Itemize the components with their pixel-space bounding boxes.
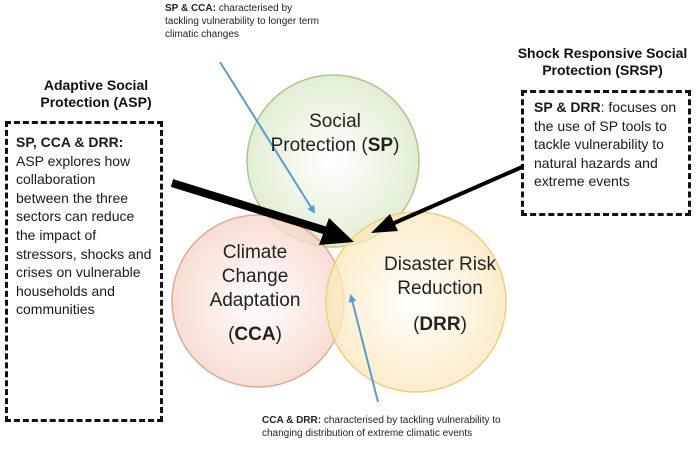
srsp-box-lead: SP & DRR [534, 99, 601, 115]
sp-cca-arrow [219, 61, 316, 214]
asp-heading: Adaptive Social Protection (ASP) [40, 77, 152, 110]
cca-label-line2: Change [221, 266, 289, 287]
cca-drr-arrow [348, 294, 379, 403]
sp-label: Social Protection (SP) [260, 110, 410, 158]
asp-arrow [170, 179, 354, 245]
sp-circle [246, 74, 420, 248]
cca-label: Climate Change Adaptation (CCA) [180, 241, 330, 347]
srsp-heading: Shock Responsive Social Protection (SRSP… [517, 45, 688, 78]
asp-box-text: ASP explores how collaboration between t… [16, 152, 152, 318]
cca-drr-note-text: characterised by tackling vulnerability … [262, 415, 501, 439]
cca-drr-note: CCA & DRR: characterised by tackling vul… [262, 414, 512, 440]
srsp-arrow [371, 165, 523, 233]
cca-drr-note-lead: CCA & DRR: [262, 415, 322, 426]
sp-label-line2: Protection (SP) [270, 135, 400, 156]
drr-label-line3: (DRR) [413, 314, 467, 335]
drr-label-line1: Disaster Risk [384, 254, 496, 275]
asp-box: SP, CCA & DRR: ASP explores how collabor… [5, 121, 163, 422]
srsp-box-text: : focuses on the use of SP tools to tack… [534, 99, 677, 190]
cca-label-line3: Adaptation [209, 290, 301, 311]
asp-box-lead: SP, CCA & DRR: [16, 134, 124, 150]
drr-label: Disaster Risk Reduction (DRR) [365, 253, 515, 337]
drr-label-line2: Reduction [397, 278, 483, 299]
cca-label-line4: (CCA) [228, 324, 282, 345]
srsp-box: SP & DRR: focuses on the use of SP tools… [521, 90, 691, 216]
sp-abbr: SP [367, 135, 394, 156]
sp-label-line1: Social [309, 111, 361, 132]
sp-cca-note-text: characterised by tackling vulnerability … [165, 3, 319, 40]
sp-cca-note-lead: SP & CCA: [165, 3, 216, 14]
sp-cca-note: SP & CCA: characterised by tackling vuln… [165, 2, 325, 41]
cca-label-line1: Climate [222, 242, 288, 263]
drr-abbr: DRR [419, 314, 461, 335]
cca-abbr: CCA [234, 324, 276, 345]
